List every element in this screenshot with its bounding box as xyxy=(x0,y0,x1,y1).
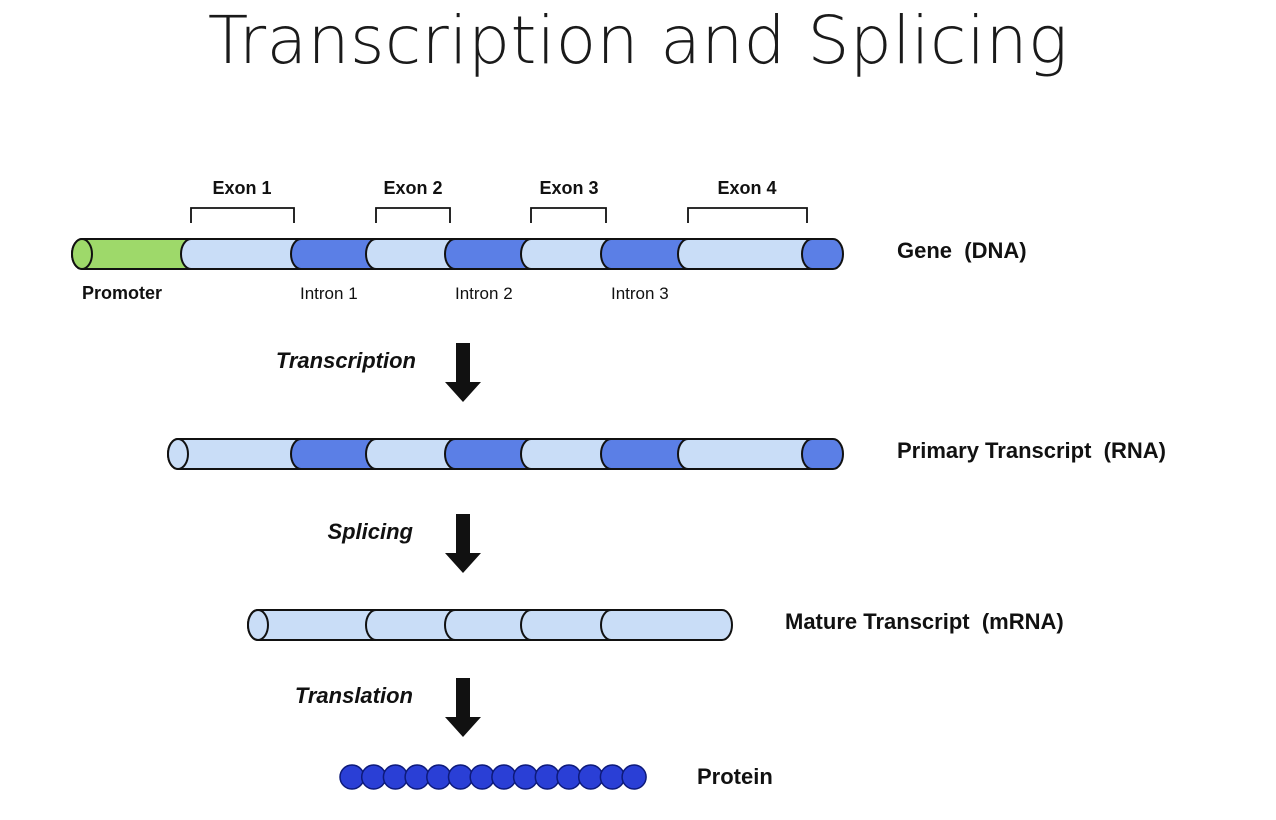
slide-title: Transcription and Splicing xyxy=(207,2,1069,79)
protein-label: Protein xyxy=(697,764,773,789)
mature-transcript-cylinder xyxy=(247,609,733,641)
intron-1-label: Intron 1 xyxy=(300,284,358,303)
protein-bead xyxy=(360,764,387,790)
cylinder-end-cap xyxy=(247,609,269,641)
protein-bead xyxy=(426,764,452,790)
intron-segment xyxy=(801,238,844,270)
exon-segment xyxy=(677,238,823,270)
exon-segment xyxy=(600,609,733,641)
primary-transcript-cylinder xyxy=(167,438,844,470)
intron-3-label: Intron 3 xyxy=(611,284,669,303)
promoter-label: Promoter xyxy=(82,283,162,303)
mature-transcript-label: Mature Transcript (mRNA) xyxy=(785,609,1064,634)
exon-3-label: Exon 3 xyxy=(539,178,598,198)
exon-brackets xyxy=(190,207,808,223)
exon-2-label: Exon 2 xyxy=(383,178,442,198)
protein-bead xyxy=(577,764,604,790)
splicing-arrow-icon xyxy=(445,514,481,573)
protein-bead-chain xyxy=(339,764,647,790)
exon-4-label: Exon 4 xyxy=(717,178,776,198)
exon-3-bracket xyxy=(530,207,607,223)
intron-segment xyxy=(801,438,844,470)
transcription-step-label: Transcription xyxy=(276,348,416,373)
exon-1-label: Exon 1 xyxy=(212,178,271,198)
splicing-step-label: Splicing xyxy=(327,519,413,544)
exon-segment xyxy=(167,438,312,470)
gene-dna-label: Gene (DNA) xyxy=(897,238,1027,263)
protein-bead xyxy=(512,764,539,790)
protein-bead xyxy=(621,764,647,790)
protein-bead xyxy=(404,764,430,790)
transcription-arrow-icon xyxy=(445,343,481,402)
translation-arrow-icon xyxy=(445,678,481,737)
cylinder-end-cap xyxy=(71,238,93,270)
exon-segment xyxy=(677,438,823,470)
protein-bead xyxy=(599,764,626,790)
intron-2-label: Intron 2 xyxy=(455,284,513,303)
translation-step-label: Translation xyxy=(295,683,413,708)
exon-2-bracket xyxy=(375,207,451,223)
protein-bead xyxy=(491,764,517,790)
protein-bead xyxy=(339,764,365,790)
cylinder-end-cap xyxy=(167,438,189,470)
protein-bead xyxy=(447,764,474,790)
protein-bead xyxy=(469,764,495,790)
protein-bead xyxy=(382,764,409,790)
gene-dna-cylinder xyxy=(71,238,844,270)
exon-4-bracket xyxy=(687,207,808,223)
protein-bead xyxy=(556,764,582,790)
exon-1-bracket xyxy=(190,207,295,223)
protein-bead xyxy=(534,764,561,790)
primary-transcript-label: Primary Transcript (RNA) xyxy=(897,438,1166,463)
